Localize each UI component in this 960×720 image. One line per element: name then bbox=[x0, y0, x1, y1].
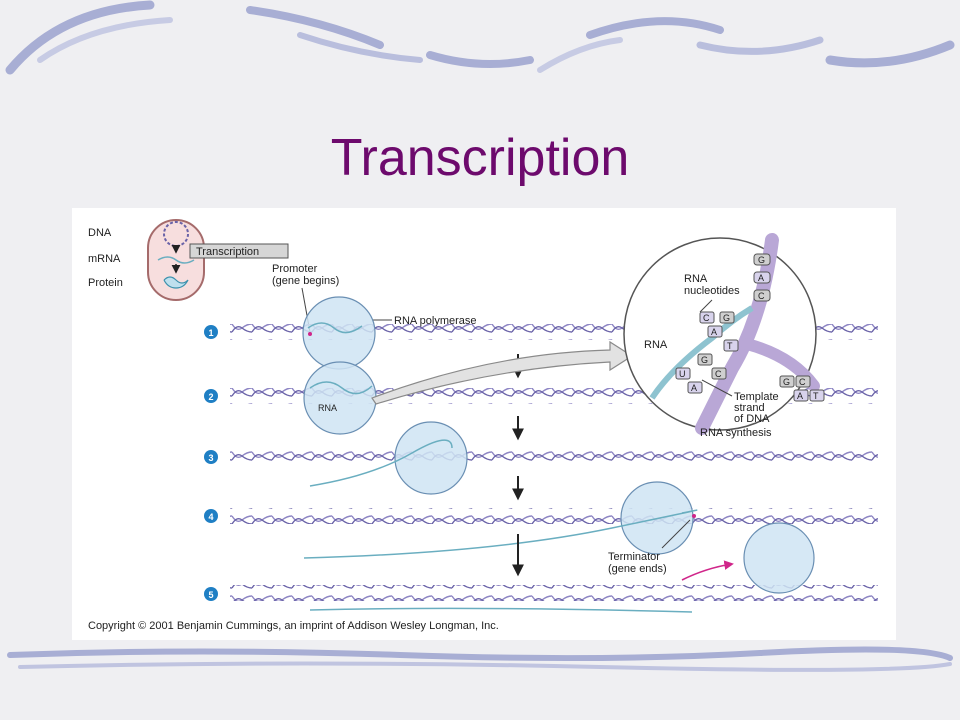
mrna-label: mRNA bbox=[88, 253, 121, 265]
base-label: T bbox=[727, 341, 733, 351]
cell-inset: DNA mRNA Protein Transcription bbox=[88, 219, 289, 301]
step-markers: 1 2 3 4 5 bbox=[204, 325, 218, 601]
brush-stroke bbox=[5, 0, 155, 75]
zoom-rna-label: RNA bbox=[644, 339, 668, 351]
base-label: C bbox=[758, 291, 765, 301]
base-label: G bbox=[701, 355, 708, 365]
rna-nucleotides-label: RNA bbox=[684, 273, 708, 285]
dna-strand-4 bbox=[230, 508, 878, 524]
base-label: A bbox=[758, 273, 764, 283]
promoter-sublabel: (gene begins) bbox=[272, 275, 339, 287]
step-number: 4 bbox=[208, 512, 213, 522]
polymerase-bubble bbox=[394, 421, 468, 495]
template-label: Template bbox=[734, 391, 779, 403]
polymerase-bubble bbox=[302, 296, 376, 370]
rna-chain: C A G T G C U A bbox=[675, 311, 739, 394]
base-label: G bbox=[723, 313, 730, 323]
rna-polymerase-bubbles: RNA bbox=[302, 296, 815, 613]
terminator-label: Terminator bbox=[608, 551, 660, 563]
template-label: of DNA bbox=[734, 413, 770, 425]
dna-label: DNA bbox=[88, 227, 112, 239]
copyright-notice: Copyright © 2001 Benjamin Cummings, an i… bbox=[88, 620, 499, 632]
brush-stroke bbox=[7, 646, 953, 662]
promoter-label: Promoter bbox=[272, 263, 318, 275]
brush-stroke bbox=[297, 32, 423, 63]
step-number: 3 bbox=[208, 453, 213, 463]
step-number: 1 bbox=[208, 328, 213, 338]
base-label: T bbox=[813, 391, 819, 401]
brush-stroke bbox=[696, 36, 824, 55]
base-label: G bbox=[758, 255, 765, 265]
transcription-figure: DNA mRNA Protein Transcription Promoter … bbox=[72, 208, 896, 640]
base-label: U bbox=[679, 369, 686, 379]
polymerase-bubble bbox=[303, 361, 377, 435]
slide-title: Transcription bbox=[330, 129, 630, 187]
base-label: A bbox=[691, 383, 697, 393]
step-number: 5 bbox=[208, 590, 213, 600]
brush-stroke bbox=[18, 661, 952, 672]
transcription-tag-label: Transcription bbox=[196, 246, 259, 258]
brush-stroke bbox=[537, 37, 623, 73]
step-number: 2 bbox=[208, 392, 213, 402]
zoom-arrow bbox=[371, 340, 634, 405]
base-label: A bbox=[797, 391, 803, 401]
brush-stroke bbox=[825, 40, 955, 68]
rna-nucleotides-sublabel: nucleotides bbox=[684, 285, 740, 297]
step-marker bbox=[204, 509, 218, 523]
brush-stroke bbox=[426, 51, 534, 68]
base-label: A bbox=[711, 327, 717, 337]
dna-circle bbox=[163, 221, 189, 247]
rna-synthesis-caption: RNA synthesis bbox=[700, 427, 772, 439]
template-bases: G C A T bbox=[779, 375, 825, 402]
rna-bubble-label: RNA bbox=[318, 403, 337, 413]
base-label: C bbox=[703, 313, 710, 323]
base-label: C bbox=[715, 369, 722, 379]
base-label: G bbox=[783, 377, 790, 387]
mrna-strand bbox=[157, 256, 195, 264]
transcription-tag bbox=[189, 243, 289, 259]
step-marker bbox=[204, 450, 218, 464]
protein-label: Protein bbox=[88, 277, 123, 289]
brush-stroke bbox=[37, 17, 173, 63]
dna-strand-5 bbox=[230, 585, 878, 601]
template-label: strand bbox=[734, 402, 765, 414]
release-arrow bbox=[681, 560, 734, 581]
base-label: C bbox=[799, 377, 806, 387]
terminator-sublabel: (gene ends) bbox=[608, 563, 667, 575]
step-marker bbox=[204, 389, 218, 403]
protein-shape bbox=[163, 276, 189, 289]
finished-mrna bbox=[309, 607, 693, 613]
brush-stroke bbox=[246, 6, 384, 49]
transcription-diagram: DNA mRNA Protein Transcription Promoter … bbox=[88, 219, 878, 613]
released-polymerase bbox=[743, 522, 815, 594]
step-marker bbox=[204, 587, 218, 601]
dna-strand-3 bbox=[230, 449, 878, 465]
step-marker bbox=[204, 325, 218, 339]
rna-nucleotides: G A C bbox=[753, 253, 771, 302]
brush-stroke bbox=[586, 17, 724, 39]
zoom-circle: G A C C A G T G C U bbox=[623, 233, 825, 435]
